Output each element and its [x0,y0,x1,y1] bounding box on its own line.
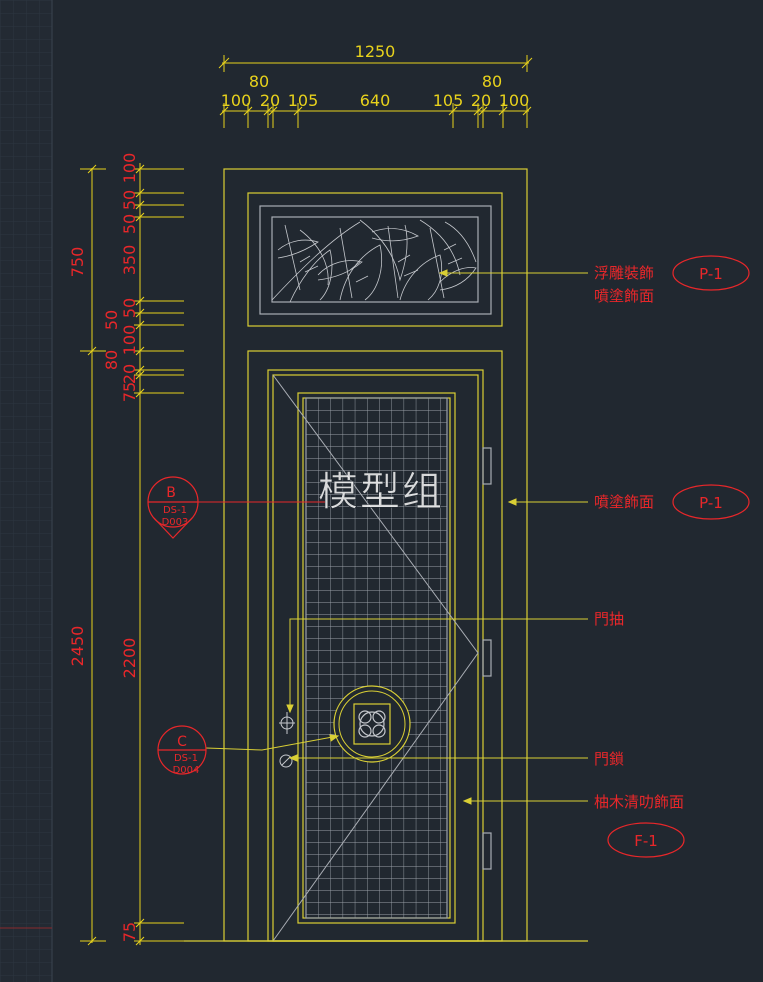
dim-left-outer-bottom: 2450 [68,626,87,667]
dim-overall-width: 1250 [355,42,396,61]
dim-left-inner: 75 [120,382,139,402]
door-lattice-grille [305,397,448,919]
dim-top-segment: 100 [221,91,252,110]
material-tag-label: P-1 [699,494,723,512]
transom-relief-frame [259,205,492,315]
hinge [482,832,492,870]
dim-left-inner-bottom: 75 [120,922,139,942]
dim-top-segment: 20 [260,91,280,110]
material-tag-p1-top[interactable]: P-1 [672,255,750,291]
callout-paint-frame: 噴塗飾面 [594,493,654,511]
lock-medallion [333,685,411,763]
section-marker-c[interactable]: C DS-1 D004 [157,725,207,776]
leader-lines [205,269,588,805]
door-lock-icon [279,754,293,768]
transom-panel [247,192,503,327]
transom-relief-inner [271,216,479,303]
hinge [482,639,492,677]
section-marker-ref: D003 [162,517,189,528]
dim-left-inner: 50 [120,190,139,210]
door-panel-outer [297,392,456,924]
dim-left-inner-main: 2200 [120,638,139,679]
lock-medallion-ring [338,690,406,758]
callout-door-lock: 門鎖 [594,750,624,768]
material-tag-label: P-1 [699,265,723,283]
dim-left-inner: 80 [102,350,121,370]
relief-foliage [271,219,477,303]
dim-top-segment: 100 [499,91,530,110]
material-tag-p1-mid[interactable]: P-1 [672,484,750,520]
material-tag-label: F-1 [634,832,658,850]
door-elevation [184,168,588,942]
dim-top-small-left: 80 [249,72,269,91]
watermark: 模型组 [318,469,444,515]
dim-left-inner: 50 [120,214,139,234]
left-dimensions [80,163,184,946]
dim-left-inner: 100 [120,153,139,184]
material-tag-f1[interactable]: F-1 [607,822,685,858]
dim-left-inner: 20 [120,364,139,384]
callout-paint-top: 噴塗飾面 [594,287,654,305]
dim-left-inner: 50 [102,310,121,330]
section-marker-letter: B [166,485,176,501]
dim-top-segment: 105 [288,91,319,110]
dim-left-inner: 100 [120,325,139,356]
hinge [482,447,492,485]
dim-top-segment: 640 [360,91,391,110]
section-marker-sheet: DS-1 [163,505,187,516]
section-marker-ref: D004 [173,765,200,776]
door-pull-icon [279,712,295,734]
top-dimensions [218,55,533,128]
side-panel [0,0,53,982]
section-marker-b[interactable]: B DS-1 D003 [147,476,199,539]
dim-left-inner: 350 [120,245,139,276]
dim-top-segment: 105 [433,91,464,110]
dim-top-small-right: 80 [482,72,502,91]
section-marker-sheet: DS-1 [174,753,198,764]
lock-plate [353,703,391,745]
dim-top-segment: 20 [471,91,491,110]
dim-left-outer-top: 750 [68,247,87,278]
door-swing-line [272,374,479,942]
section-marker-letter: C [177,734,187,750]
callout-relief: 浮雕裝飾 [594,264,654,282]
callout-door-pull: 門抽 [594,610,624,628]
dim-left-inner: 50 [120,298,139,318]
knot-ornament [358,710,386,738]
callout-wood-finish: 柚木清叻飾面 [594,793,684,811]
